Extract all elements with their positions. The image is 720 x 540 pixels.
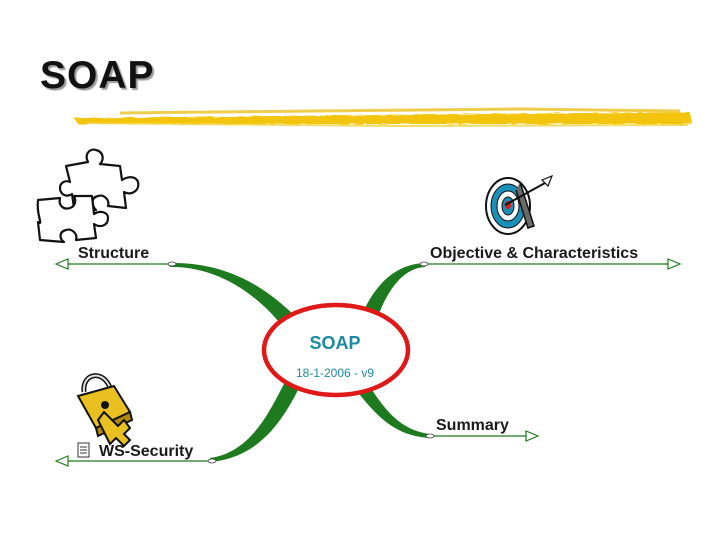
padlock-icon [76,373,134,448]
central-topic-title: SOAP [309,333,360,353]
branch-label-summary[interactable]: Summary [436,417,509,434]
ws-security-underline [54,455,217,467]
branch-label-structure[interactable]: Structure [78,245,149,262]
branch-structure [170,262,295,327]
puzzle-icon [36,148,140,244]
central-topic[interactable]: SOAP 18-1-2006 - v9 [261,302,411,398]
branch-label-ws-security[interactable]: WS-Security [99,443,193,460]
branch-ws-security [210,382,299,462]
note-icon[interactable] [77,442,90,458]
branch-summary [356,384,430,438]
objective-underline [419,258,682,270]
central-topic-subtitle: 18-1-2006 - v9 [296,366,374,380]
branch-label-objective[interactable]: Objective & Characteristics [430,245,638,262]
title-underline [74,107,692,128]
summary-underline [425,430,540,442]
slide-title: SOAP [40,54,155,97]
branch-objective [364,263,425,316]
structure-underline [54,258,177,270]
target-icon [485,174,554,235]
